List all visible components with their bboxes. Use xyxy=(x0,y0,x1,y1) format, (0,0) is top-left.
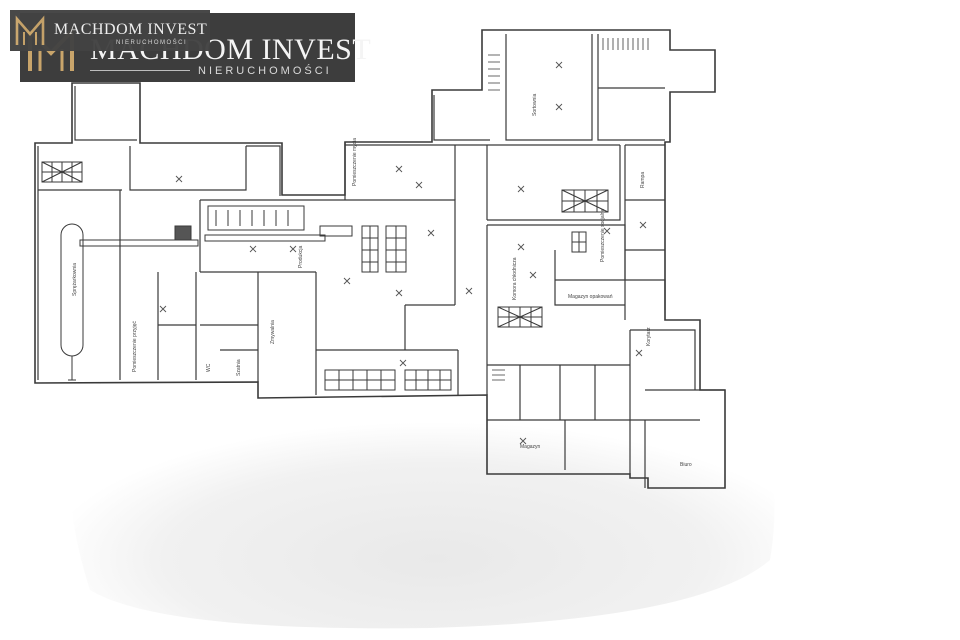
room-label: Sprężarkownia xyxy=(72,262,78,296)
production-line xyxy=(60,205,353,381)
room-label: Zmywalnia xyxy=(270,320,276,344)
room-label: WC xyxy=(206,363,212,372)
room-label: Pomieszczenie socjalne xyxy=(600,208,606,262)
room-label: Szatnia xyxy=(236,359,242,376)
light-fixtures xyxy=(159,61,647,445)
watermark-rule xyxy=(90,70,190,71)
watermark-brand-small: MACHDOM INVEST xyxy=(54,21,208,38)
room-label: Produkcja xyxy=(298,245,304,268)
room-label: Komora chłodnicza xyxy=(512,257,518,300)
watermark-logo-small: MACHDOM INVEST NIERUCHOMOŚCI xyxy=(10,10,210,51)
room-label: Korytarz xyxy=(646,327,652,346)
room-label: Magazyn xyxy=(520,444,541,450)
room-label: Sortownia xyxy=(532,93,538,116)
inner-walls xyxy=(37,34,725,488)
stairs xyxy=(488,38,649,381)
outer-wall xyxy=(34,29,726,489)
room-label: Pomieszczenie przyjęć xyxy=(132,321,138,372)
room-label: Rampa xyxy=(640,171,646,188)
storage-racks xyxy=(41,161,609,391)
watermark-subtitle-small: NIERUCHOMOŚCI xyxy=(116,40,188,46)
watermark-subtitle-large: NIERUCHOMOŚCI xyxy=(198,65,332,77)
room-label: Biuro xyxy=(680,462,692,468)
room-label: Magazyn opakowań xyxy=(568,294,613,300)
logo-mark-small-icon xyxy=(15,15,45,45)
room-label: Pomieszczenie mycia xyxy=(352,137,358,186)
